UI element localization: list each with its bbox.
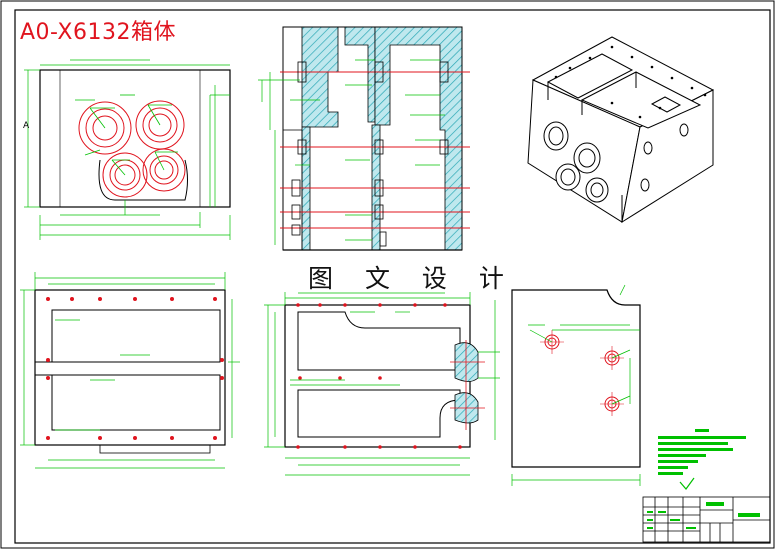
isometric-view — [527, 36, 715, 224]
inner-border — [14, 9, 771, 544]
side-section-view — [264, 292, 500, 476]
drawing-title: A0-X6132箱体 — [20, 20, 176, 45]
svg-text:A: A — [23, 121, 30, 131]
side-view — [511, 284, 641, 486]
technical-notes — [658, 429, 746, 490]
title-block — [642, 496, 771, 543]
top-view: A — [23, 59, 231, 240]
front-view — [20, 272, 240, 469]
watermark-text: 图 文 设 计 — [308, 264, 516, 293]
section-view — [258, 26, 470, 251]
